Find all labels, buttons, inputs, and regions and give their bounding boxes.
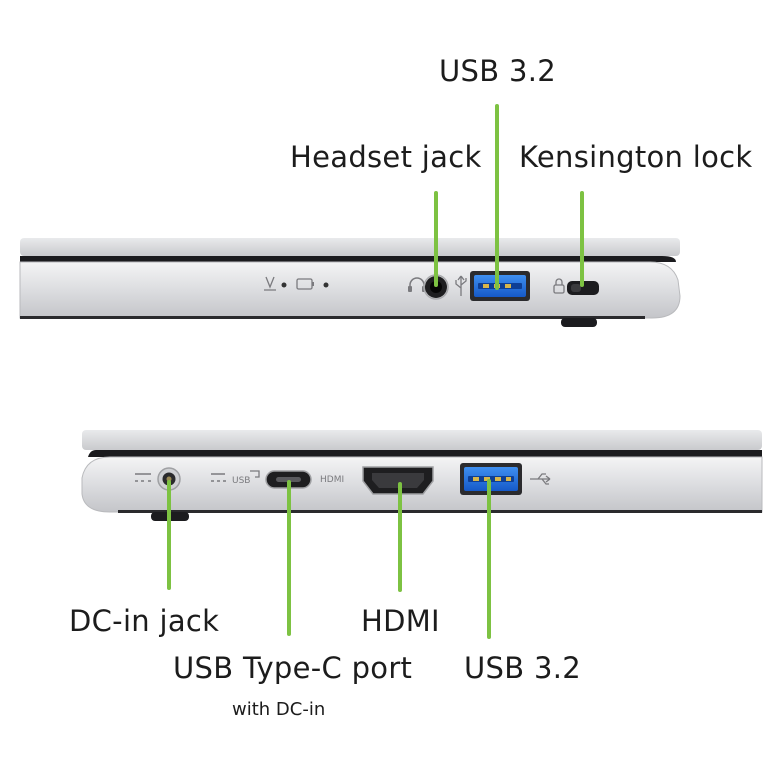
rubber-foot — [561, 318, 597, 327]
headset-jack-label: Headset jack — [290, 140, 482, 174]
usb-bottom-leader-line — [487, 479, 491, 639]
led-indicator-icon — [264, 276, 287, 291]
hdmi-port — [362, 466, 434, 495]
usb-c-port-label: USB Type-C port — [173, 651, 413, 685]
headset-leader-line — [434, 191, 438, 287]
usb-icon — [455, 275, 467, 296]
usbc-port-mark: USB — [232, 476, 250, 486]
kensington-lock-label: Kensington lock — [519, 140, 753, 174]
hinge-gap — [88, 450, 762, 457]
usb-c-note: with DC-in — [232, 699, 326, 720]
hdmi-label: HDMI — [361, 604, 440, 638]
hdmi-port-mark: HDMI — [320, 475, 344, 485]
dc-in-jack-label: DC-in jack — [69, 604, 220, 638]
usb-top-label: USB 3.2 — [439, 54, 556, 88]
usb-a-port — [470, 271, 530, 301]
headset-jack — [423, 274, 449, 300]
dc-in-leader-line — [167, 480, 171, 590]
hinge-gap — [20, 256, 676, 262]
lid-edge — [20, 238, 680, 256]
laptop-left-side: USB HDMI — [81, 430, 763, 521]
kensington-lock-slot — [567, 281, 599, 295]
base-bottom-line — [20, 316, 645, 319]
usb-icon — [530, 473, 551, 485]
hdmi-leader-line — [398, 482, 402, 592]
base-bottom-line — [118, 510, 762, 513]
lock-icon — [553, 278, 565, 294]
dc-power-icon — [135, 473, 151, 482]
battery-indicator-icon — [296, 278, 329, 290]
kensington-leader-line — [580, 191, 584, 287]
usb-c-leader-line — [287, 480, 291, 636]
hdmi-icon: HDMI — [320, 475, 344, 485]
lid-edge — [82, 430, 762, 450]
usb-c-port — [265, 470, 312, 489]
usb-c-power-icon: USB — [211, 470, 260, 486]
usb-a-port — [460, 463, 522, 495]
usb-bottom-label: USB 3.2 — [464, 651, 581, 685]
laptop-right-side — [19, 238, 681, 327]
usb-top-leader-line — [495, 104, 499, 290]
